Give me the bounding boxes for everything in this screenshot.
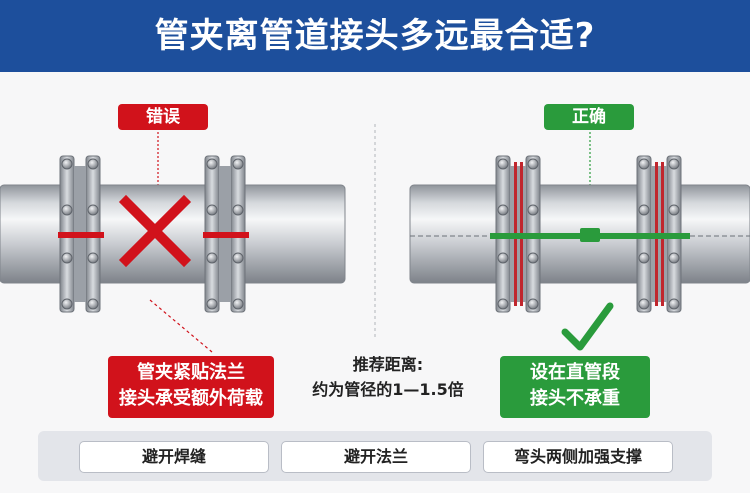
correct-clamp (580, 228, 600, 242)
recommended-distance-label: 推荐距离: (352, 355, 424, 374)
left-flange-a (58, 155, 104, 313)
tip-avoid-weld: 避开焊缝 (79, 441, 269, 473)
recommended-distance-value: 约为管径的1—1.5倍 (312, 380, 464, 399)
right-pipe-assembly (409, 155, 750, 351)
header-bar (0, 0, 750, 72)
wrong-caption-box: 管夹紧贴法兰 接头承受额外荷载 (108, 356, 274, 418)
left-pipe-assembly (0, 155, 346, 313)
left-flange-b (203, 155, 249, 313)
left-clamp-b (203, 232, 249, 238)
pipe-illustration (0, 124, 750, 353)
recommended-distance: 推荐距离: 约为管径的1—1.5倍 (286, 352, 490, 402)
tip-elbow-support: 弯头两侧加强支撑 (483, 441, 673, 473)
wrong-tag: 错误 (118, 104, 208, 130)
left-box-pointer (149, 299, 213, 353)
wrong-caption-line2: 接头承受额外荷载 (119, 388, 263, 409)
correct-tag: 正确 (544, 104, 634, 130)
correct-caption-line2: 接头不承重 (530, 388, 620, 409)
left-pipe (0, 184, 346, 284)
left-clamp-a (58, 232, 104, 238)
check-icon (561, 302, 614, 351)
page-title: 管夹离管道接头多远最合适? (154, 16, 596, 56)
cross-icon (118, 194, 192, 268)
correct-caption-line1: 设在直管段 (530, 362, 620, 383)
tip-avoid-flange: 避开法兰 (281, 441, 471, 473)
correct-caption-box: 设在直管段 接头不承重 (500, 356, 650, 418)
wrong-caption-line1: 管夹紧贴法兰 (137, 362, 245, 383)
